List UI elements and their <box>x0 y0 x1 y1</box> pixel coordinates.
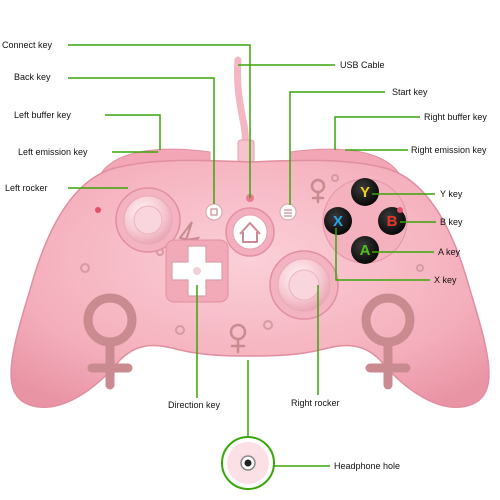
home-icon <box>239 222 261 243</box>
female-symbol-icon-left <box>83 293 137 390</box>
label-a-key: A key <box>438 247 461 257</box>
label-right-buffer-key: Right buffer key <box>424 112 487 122</box>
label-b-key: B key <box>440 217 463 227</box>
label-left-rocker: Left rocker <box>5 183 48 193</box>
a-button-shape <box>351 236 379 264</box>
label-connect-key: Connect key <box>2 40 53 50</box>
right-rocker-shape <box>269 250 339 320</box>
leader-start-key <box>289 91 385 205</box>
headphone-jack-icon <box>221 436 275 490</box>
label-left-emission-key: Left emission key <box>18 147 88 157</box>
back-icon <box>210 208 218 216</box>
label-right-rocker: Right rocker <box>291 398 340 408</box>
home-button-shape <box>225 207 275 257</box>
right-led <box>397 207 403 213</box>
face-buttons: Y B A X <box>322 178 408 264</box>
label-headphone-hole: Headphone hole <box>334 461 401 471</box>
label-direction-key: Direction key <box>168 400 221 410</box>
leader-x-key <box>335 228 430 281</box>
left-rocker-shape <box>115 187 181 253</box>
x-button-letter: X <box>333 213 343 230</box>
label-usb-cable: USB Cable <box>340 60 385 70</box>
cable-connector <box>237 139 255 163</box>
left-led <box>95 207 101 213</box>
leader-connect-key <box>68 44 251 198</box>
leader-lines <box>68 44 436 467</box>
leader-left-buffer-key <box>105 114 161 150</box>
label-back-key: Back key <box>14 72 51 82</box>
a-button-letter: A <box>360 242 371 259</box>
label-start-key: Start key <box>392 87 428 97</box>
female-symbol-icon-small <box>229 178 326 354</box>
start-button-shape <box>279 203 297 221</box>
label-right-emission-key: Right emission key <box>411 145 487 155</box>
label-x-key: X key <box>434 275 457 285</box>
decor-circles <box>80 174 424 335</box>
menu-icon <box>284 209 292 217</box>
label-y-key: Y key <box>440 189 463 199</box>
b-button-letter: B <box>387 213 398 230</box>
leader-right-buffer-key <box>334 116 420 150</box>
direction-pad-shape <box>165 239 229 303</box>
b-button-shape <box>378 207 406 235</box>
leader-back-key <box>68 77 215 204</box>
back-button-shape <box>205 203 223 221</box>
y-button-letter: Y <box>360 184 370 201</box>
y-button-shape <box>351 178 379 206</box>
female-symbol-icon-right <box>361 293 415 390</box>
label-left-buffer-key: Left buffer key <box>14 110 71 120</box>
x-button-shape <box>324 207 352 235</box>
